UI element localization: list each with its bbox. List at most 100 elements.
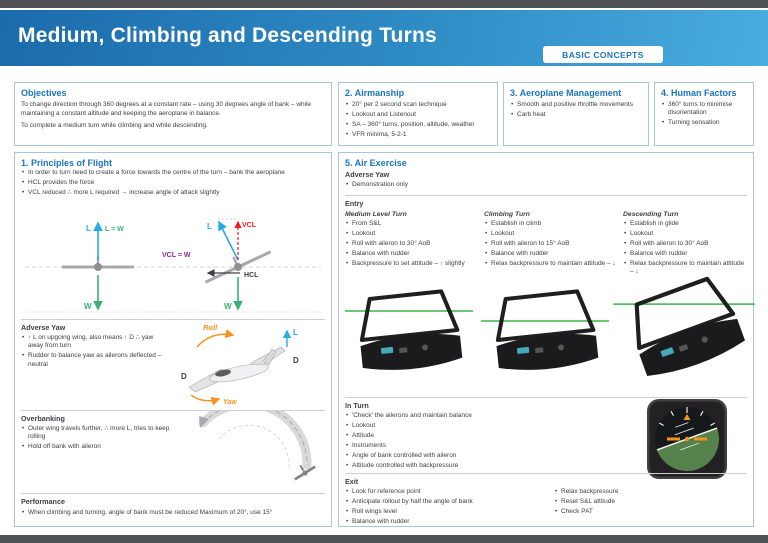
overbanking-diagram — [198, 411, 316, 481]
level-aircraft-front-view: L L = W W — [62, 221, 134, 311]
in-turn-item: Instruments — [345, 442, 575, 451]
objectives-title: Objectives — [21, 88, 67, 98]
lift-vectors-diagram: L L = W W L VCL VC — [25, 218, 321, 313]
climbing-turn-list: Establish in climb Lookout Roll with ail… — [484, 220, 616, 269]
entry-heading: Entry — [345, 199, 364, 208]
in-turn-heading: In Turn — [345, 401, 369, 410]
drag-label: D — [293, 356, 299, 365]
objectives-paragraph-2: To complete a medium turn while climbing… — [21, 121, 208, 129]
divider — [345, 397, 747, 398]
adverse-yaw-diagram: Roll Yaw L D D — [181, 323, 299, 406]
descending-turn-title: Descending Turn — [623, 211, 679, 218]
turning-aircraft — [294, 464, 316, 481]
medium-level-turn-column: Medium Level Turn From S&L Lookout Roll … — [345, 211, 477, 270]
overbanking-heading: Overbanking — [21, 414, 65, 423]
medium-level-turn-title: Medium Level Turn — [345, 211, 407, 218]
climbing-turn-title: Climbing Turn — [484, 211, 530, 218]
level-turn-cockpit-view — [345, 289, 473, 370]
entry-item: Balance with rudder — [345, 250, 477, 259]
airmanship-item: VFR minima, 5-2-1 — [345, 131, 491, 140]
principles-item: VCL reduced ∴ more L required → increase… — [21, 189, 323, 198]
performance-list: When climbing and turning, angle of bank… — [21, 509, 323, 519]
descending-turn-column: Descending Turn Establish in glide Looko… — [623, 211, 749, 278]
entry-item: Backpressure to set attitude – ↑ slightl… — [345, 260, 477, 269]
divider — [21, 410, 325, 411]
lift-label: L — [207, 222, 212, 231]
principles-item: HCL provides the force — [21, 179, 323, 188]
adverse-yaw-item: Rudder to balance yaw as ailerons deflec… — [21, 352, 169, 369]
weight-label: W — [84, 302, 92, 311]
air-exercise-box: 5. Air Exercise Adverse Yaw Demonstratio… — [338, 152, 755, 527]
entry-item: Roll with aileron to 30° AoB — [345, 240, 477, 249]
adverse-yaw-item: ↑ L on upgoing wing, also means ↑ D ∴ ya… — [21, 334, 169, 351]
in-turn-item: Attitude controlled with backpressure — [345, 462, 575, 471]
performance-item: When climbing and turning, angle of bank… — [21, 509, 323, 518]
medium-level-turn-list: From S&L Lookout Roll with aileron to 30… — [345, 220, 477, 269]
climbing-turn-cockpit-view — [481, 289, 609, 370]
airmanship-title: 2. Airmanship — [345, 88, 405, 98]
in-turn-item: Attitude — [345, 432, 575, 441]
aeroplane-management-box: 3. Aeroplane Management Smooth and posit… — [503, 82, 649, 146]
adverse-yaw-heading: Adverse Yaw — [21, 323, 66, 332]
exit-item: Check PAT — [554, 508, 694, 517]
page-title: Medium, Climbing and Descending Turns — [18, 24, 437, 47]
management-item: Carb heat — [510, 111, 642, 120]
entry-item: Roll with aileron to 15° AoB — [484, 240, 616, 249]
lift-label: L — [86, 224, 91, 233]
entry-item: Roll with aileron to 30° AoB — [623, 240, 749, 249]
divider — [345, 195, 747, 196]
entry-item: Relax backpressure to maintain attitude … — [623, 260, 749, 277]
lift-equals-weight-label: L = W — [105, 226, 124, 233]
exercise-adverse-yaw-heading: Adverse Yaw — [345, 170, 390, 179]
performance-heading: Performance — [21, 497, 65, 506]
airmanship-item: Lookout and Listenout — [345, 111, 491, 120]
yaw-label: Yaw — [223, 399, 237, 406]
adverse-yaw-list: ↑ L on upgoing wing, also means ↑ D ∴ ya… — [21, 334, 169, 371]
divider — [345, 473, 747, 474]
banked-aircraft-front-view: L VCL VCL = W HCL W — [162, 218, 272, 311]
overbanking-item: Hold off bank with aileron — [21, 443, 179, 452]
aeroplane-management-title: 3. Aeroplane Management — [510, 88, 622, 98]
human-factors-item: Turning sensation — [661, 119, 747, 128]
header-banner: Medium, Climbing and Descending Turns BA… — [0, 10, 768, 66]
principles-title: 1. Principles of Flight — [21, 158, 113, 168]
exit-item: Relax backpressure — [554, 488, 694, 497]
exercise-adverse-yaw-list: Demonstration only — [345, 181, 545, 191]
entry-item: From S&L — [345, 220, 477, 229]
entry-item: Establish in glide — [623, 220, 749, 229]
exit-list-right: Relax backpressure Reset S&L attitude Ch… — [554, 488, 694, 518]
entry-item: Lookout — [623, 230, 749, 239]
air-exercise-title: 5. Air Exercise — [345, 158, 407, 168]
entry-item: Relax backpressure to maintain attitude … — [484, 260, 616, 269]
roll-label: Roll — [203, 323, 218, 332]
entry-item: Establish in climb — [484, 220, 616, 229]
exit-heading: Exit — [345, 477, 359, 486]
exit-item: Balance with rudder — [345, 518, 535, 527]
descending-turn-cockpit-view — [613, 276, 755, 377]
exit-item: Anticipate rollout by half the angle of … — [345, 498, 535, 507]
divider — [21, 319, 325, 320]
lift-label: L — [293, 328, 298, 337]
in-turn-list: 'Check' the ailerons and maintain balanc… — [345, 412, 575, 472]
entry-item: Lookout — [484, 230, 616, 239]
entry-item: Balance with rudder — [484, 250, 616, 259]
in-turn-item: 'Check' the ailerons and maintain balanc… — [345, 412, 575, 421]
basic-concepts-badge: BASIC CONCEPTS — [543, 46, 663, 63]
descending-turn-list: Establish in glide Lookout Roll with ail… — [623, 220, 749, 277]
management-item: Smooth and positive throttle movements — [510, 101, 642, 110]
exit-item: Roll wings level — [345, 508, 535, 517]
aircraft-silhouette — [188, 346, 286, 393]
weight-label: W — [224, 302, 232, 311]
entry-item: Lookout — [345, 230, 477, 239]
principles-item: In order to turn need to create a force … — [21, 169, 323, 178]
vcl-label: VCL — [242, 222, 257, 229]
briefing-page: Medium, Climbing and Descending Turns BA… — [0, 8, 768, 535]
in-turn-item: Lookout — [345, 422, 575, 431]
overbanking-item: Outer wing travels further, ∴ more L, tr… — [21, 425, 179, 442]
airmanship-item: 20° per 2 second scan technique — [345, 101, 491, 110]
principles-of-flight-box: 1. Principles of Flight In order to turn… — [14, 152, 332, 527]
exit-item: Reset S&L attitude — [554, 498, 694, 507]
human-factors-title: 4. Human Factors — [661, 88, 737, 98]
airmanship-item: SA – 360° turns, position, altitude, wea… — [345, 121, 491, 130]
